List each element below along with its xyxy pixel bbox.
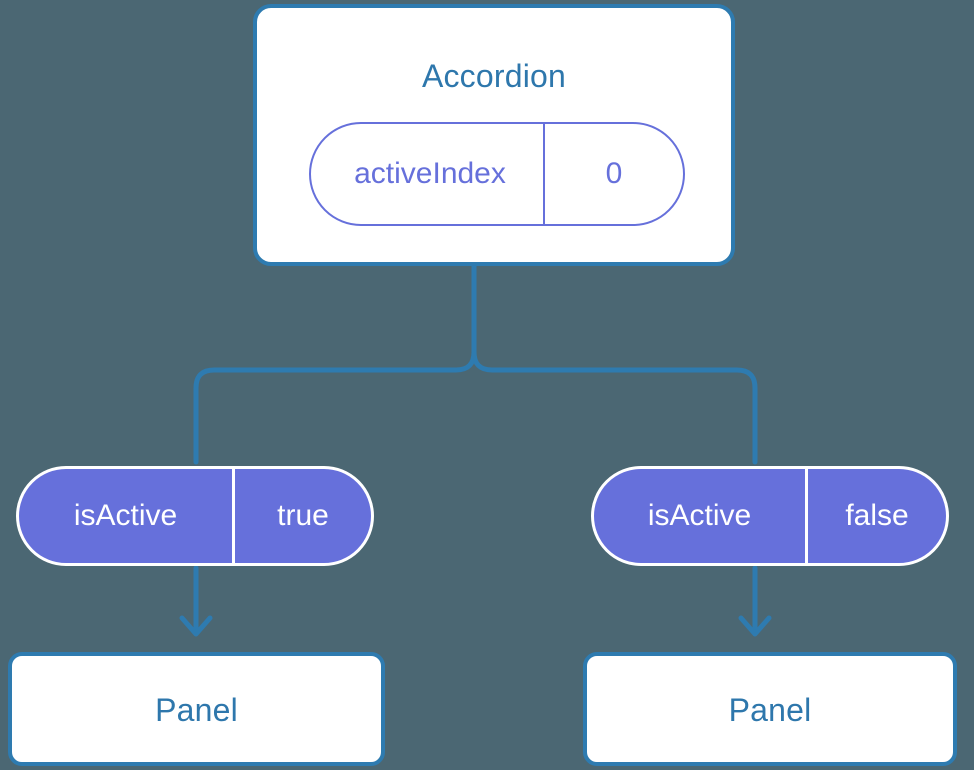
panel-left-node[interactable]: Panel [8, 652, 385, 766]
right-branch-prop-key: isActive [594, 469, 808, 563]
accordion-node-title: Accordion [421, 58, 567, 94]
panel-right-node-title: Panel [728, 692, 812, 728]
right-branch-prop-pill[interactable]: isActive false [591, 466, 949, 566]
arrow-left-head-icon [179, 615, 213, 637]
accordion-state-pill[interactable]: activeIndex 0 [309, 122, 685, 226]
accordion-state-key: activeIndex [311, 124, 545, 224]
branch-connector-path-right [471, 263, 758, 465]
panel-left-node-title: Panel [155, 692, 238, 728]
accordion-node[interactable]: Accordion activeIndex 0 [253, 4, 735, 266]
left-branch-prop-key: isActive [19, 469, 235, 563]
left-branch-prop-pill[interactable]: isActive true [16, 466, 374, 566]
panel-right-node[interactable]: Panel [583, 652, 957, 766]
arrow-right-head-icon [738, 615, 772, 637]
accordion-state-value: 0 [605, 157, 623, 190]
right-branch-prop-value: false [845, 499, 909, 532]
left-branch-prop-value: true [277, 499, 329, 532]
branch-connector-path [193, 263, 477, 465]
